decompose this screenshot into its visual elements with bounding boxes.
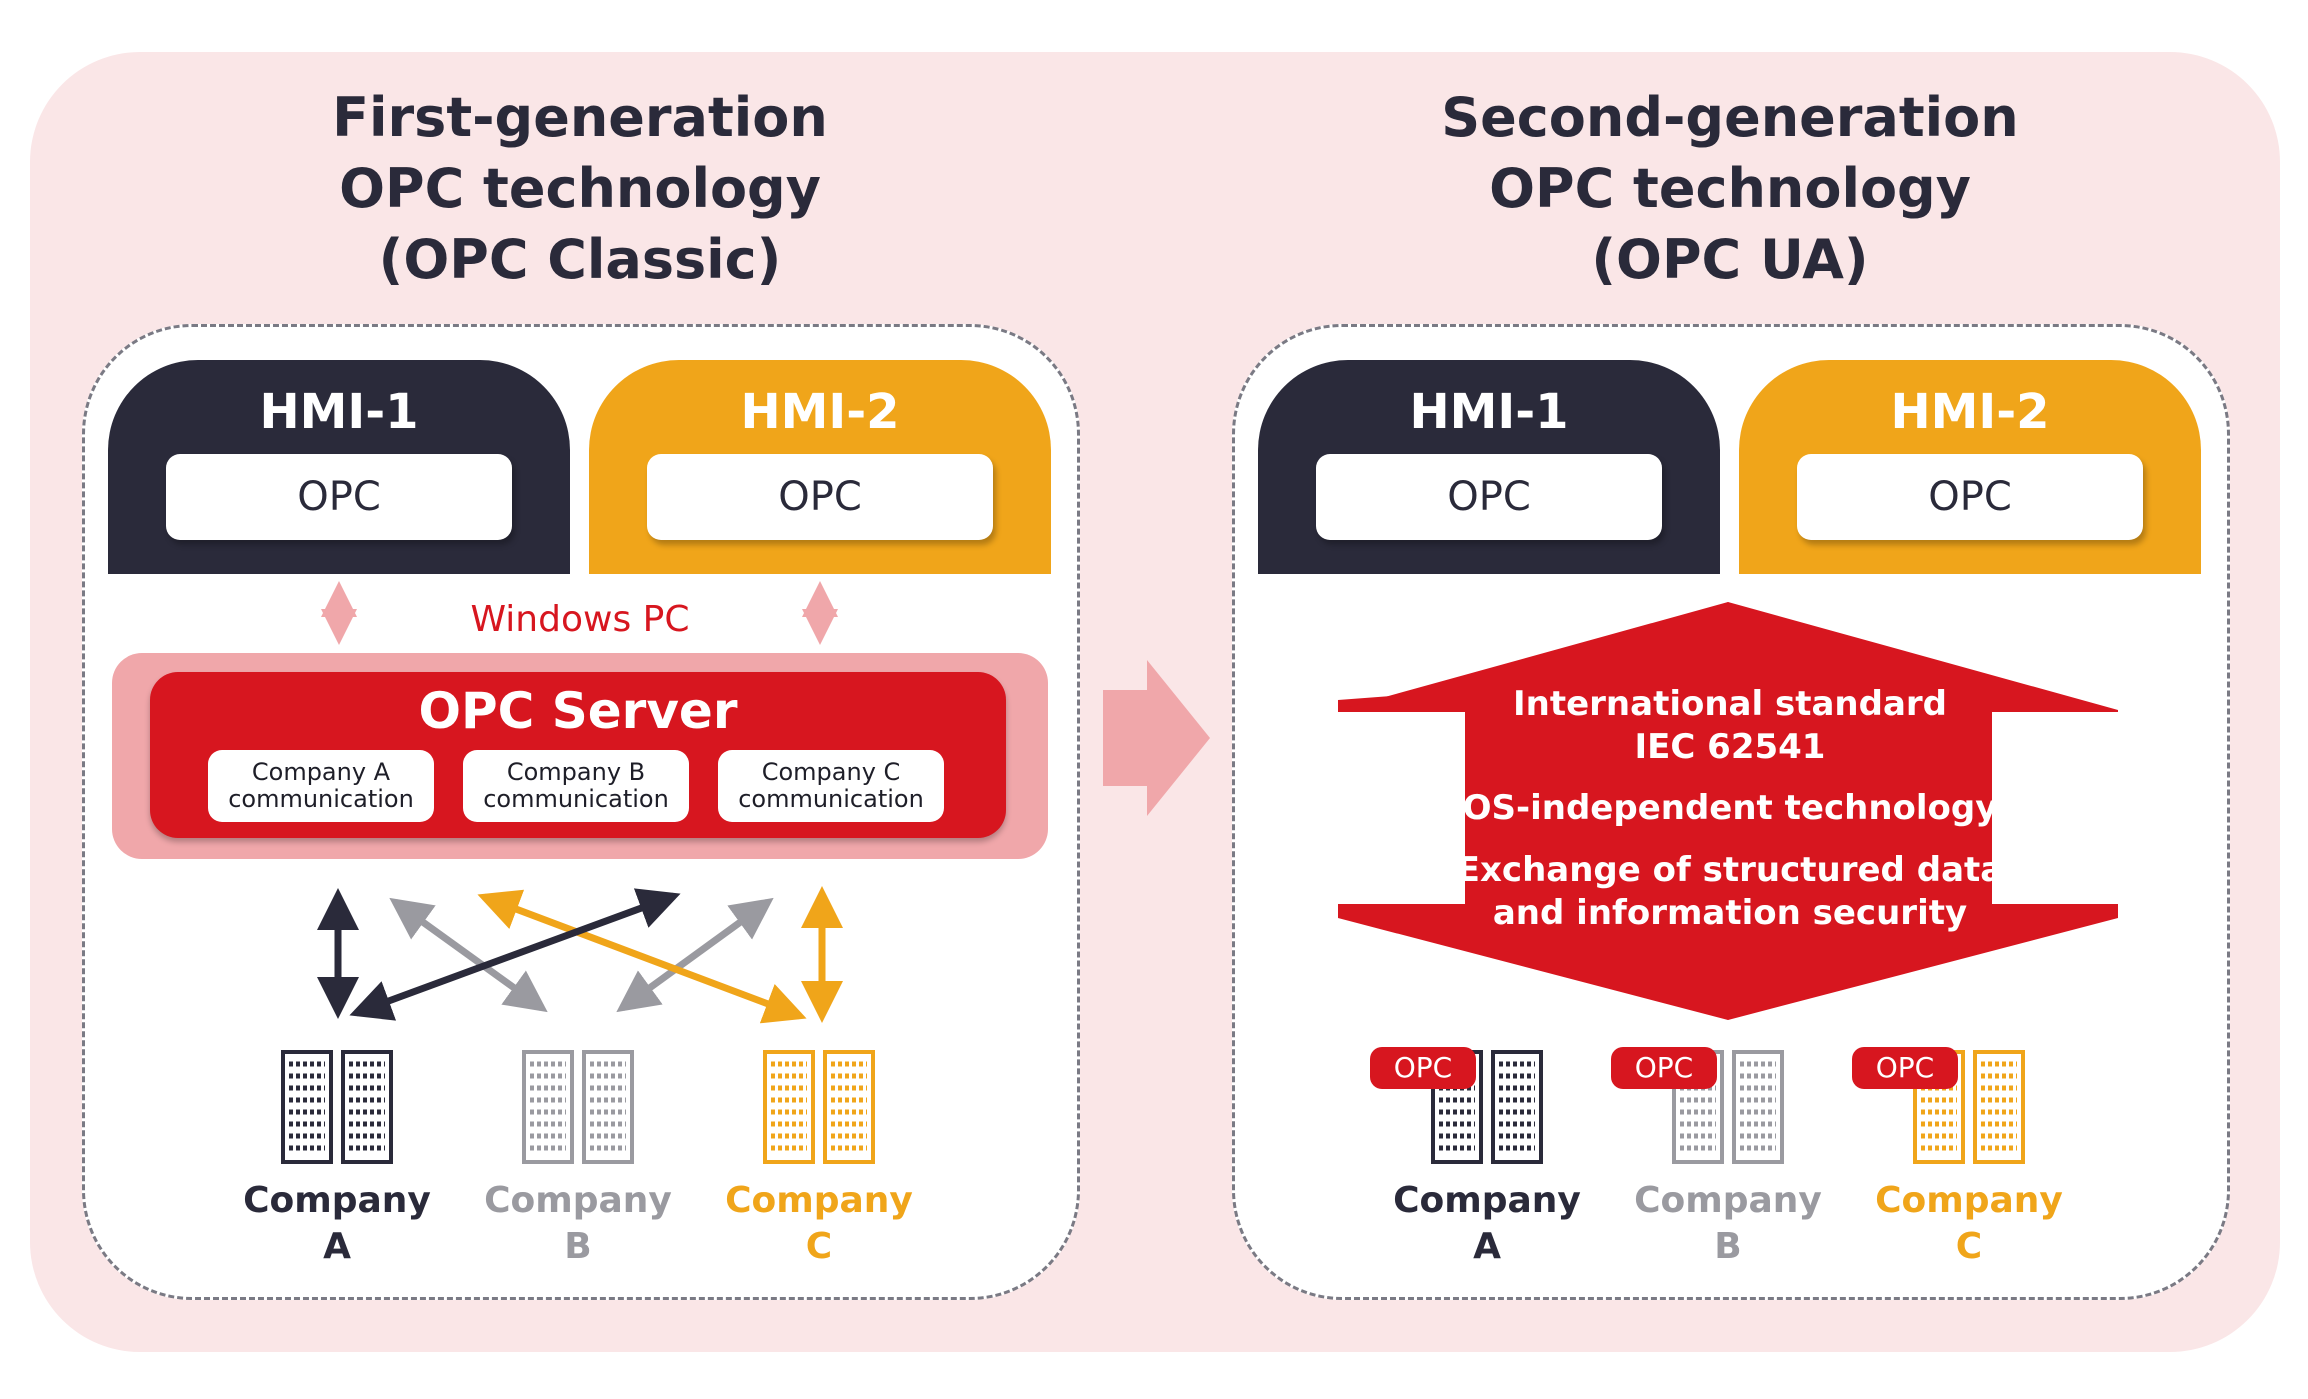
company-b-communication: Company B communication (463, 750, 689, 822)
right-hmi-1-label: HMI-1 (1409, 384, 1569, 440)
left-company-a-name: Company (243, 1180, 431, 1221)
transition-arrow (1103, 660, 1210, 816)
opc-tag-company-c: OPC (1852, 1047, 1958, 1089)
right-hmi-2-opc: OPC (1797, 454, 2143, 540)
company-a-communication: Company A communication (208, 750, 434, 822)
right-company-a-label: Company A (1367, 1178, 1607, 1270)
banner-line-security: and information security (1492, 893, 1968, 933)
right-company-b-letter: B (1714, 1226, 1742, 1267)
left-company-a-letter: A (323, 1226, 351, 1267)
comm-c-line-2: communication (738, 785, 924, 813)
right-hmi-1-opc: OPC (1316, 454, 1662, 540)
left-title-line-3: (OPC Classic) (378, 228, 782, 291)
right-company-a-name: Company (1393, 1180, 1581, 1221)
right-company-c-letter: C (1955, 1226, 1983, 1267)
left-title: First-generation OPC technology (OPC Cla… (230, 82, 930, 295)
company-c-communication: Company C communication (718, 750, 944, 822)
windows-pc-label: Windows PC (470, 599, 690, 640)
left-company-b-label: Company B (458, 1178, 698, 1270)
banner-line-iec: IEC 62541 (1634, 727, 1826, 767)
right-hmi-2: HMI-2 OPC (1739, 360, 2201, 574)
left-company-c-label: Company C (699, 1178, 939, 1270)
left-company-b-server-icon (522, 1050, 634, 1164)
right-title: Second-generation OPC technology (OPC UA… (1380, 82, 2080, 295)
left-hmi-1-label: HMI-1 (259, 384, 419, 440)
right-hmi-1: HMI-1 OPC (1258, 360, 1720, 574)
left-company-c-letter: C (805, 1226, 833, 1267)
comm-c-line-1: Company C (761, 758, 901, 786)
opc-tag-company-b: OPC (1611, 1047, 1717, 1089)
left-company-c-name: Company (725, 1180, 913, 1221)
left-hmi-1-opc: OPC (166, 454, 512, 540)
right-title-line-3: (OPC UA) (1591, 228, 1869, 291)
right-company-a-letter: A (1473, 1226, 1501, 1267)
banner-line-os-independent: OS-independent technology (1462, 788, 1998, 828)
right-company-c-name: Company (1875, 1180, 2063, 1221)
left-company-c-server-icon (763, 1050, 875, 1164)
comm-b-line-2: communication (483, 785, 669, 813)
left-hmi-2: HMI-2 OPC (589, 360, 1051, 574)
comm-a-line-1: Company A (251, 758, 391, 786)
opc-server-title: OPC Server (418, 682, 738, 740)
link-arrow-dark-cross (349, 888, 681, 1021)
left-hmi-2-label: HMI-2 (740, 384, 900, 440)
left-hmi-1: HMI-1 OPC (108, 360, 570, 574)
comm-a-line-2: communication (228, 785, 414, 813)
left-title-line-1: First-generation (332, 86, 828, 149)
right-title-line-2: OPC technology (1489, 157, 1971, 220)
left-hmi-2-opc: OPC (647, 454, 993, 540)
banner-line-structured-data: Exchange of structured data (1456, 850, 2004, 890)
right-company-b-name: Company (1634, 1180, 1822, 1221)
left-company-a-server-icon (281, 1050, 393, 1164)
banner-line-standard: International standard (1512, 684, 1947, 724)
right-company-c-label: Company C (1849, 1178, 2089, 1270)
right-title-line-1: Second-generation (1441, 86, 2019, 149)
right-company-b-label: Company B (1608, 1178, 1848, 1270)
right-hmi-2-label: HMI-2 (1890, 384, 2050, 440)
standard-banner-body (1338, 602, 2118, 1020)
left-title-line-2: OPC technology (339, 157, 821, 220)
left-company-a-label: Company A (217, 1178, 457, 1270)
left-company-b-letter: B (564, 1226, 592, 1267)
opc-tag-company-a: OPC (1370, 1047, 1476, 1089)
comm-b-line-1: Company B (506, 758, 646, 786)
left-company-b-name: Company (484, 1180, 672, 1221)
